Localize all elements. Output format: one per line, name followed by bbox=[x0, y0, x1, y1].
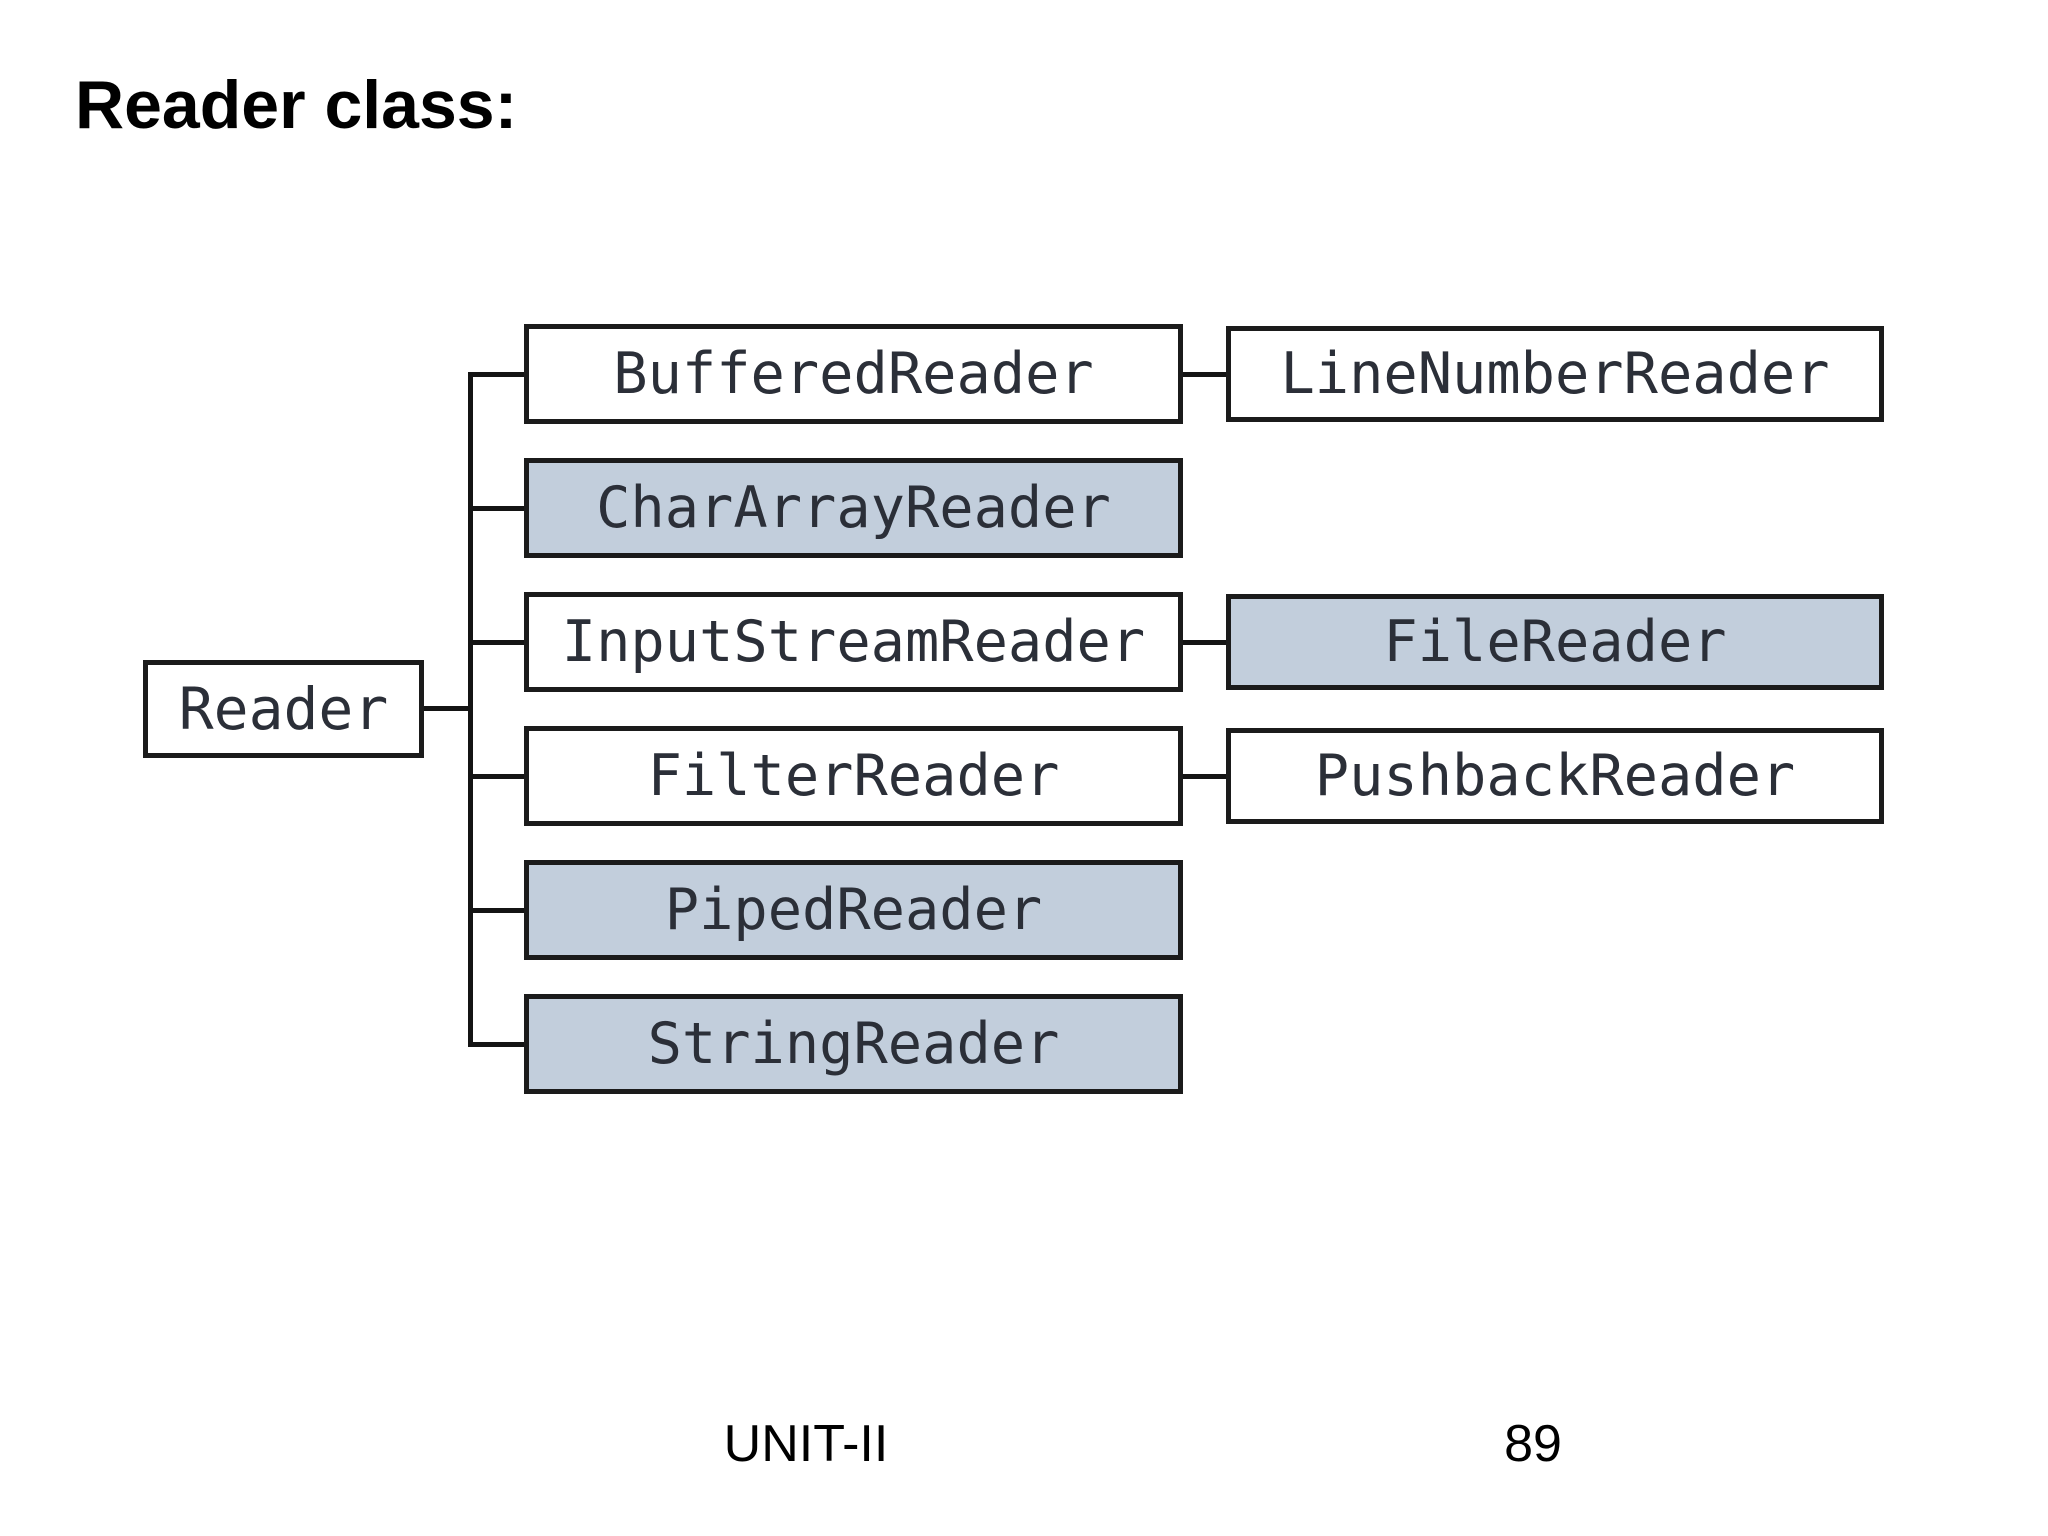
connector-trunk-to-bufferedreader bbox=[468, 372, 528, 377]
connector-inputstreamreader-to-filereader bbox=[1180, 640, 1228, 645]
footer-unit-label: UNIT-II bbox=[723, 1415, 889, 1473]
chararrayreader-class-box: CharArrayReader bbox=[524, 458, 1183, 558]
reader-class-box: Reader bbox=[143, 660, 424, 758]
connector-bufferedreader-to-linenumberreader bbox=[1180, 372, 1228, 377]
footer-page-number: 89 bbox=[1504, 1415, 1562, 1473]
connector-trunk-to-filterreader bbox=[468, 774, 528, 779]
pipedreader-class-box: PipedReader bbox=[524, 860, 1183, 960]
connector-trunk-to-stringreader bbox=[468, 1042, 528, 1047]
connector-trunk-to-chararrayreader bbox=[468, 506, 528, 511]
inputstreamreader-class-box: InputStreamReader bbox=[524, 592, 1183, 692]
bufferedreader-class-box: BufferedReader bbox=[524, 324, 1183, 424]
pushbackreader-class-box: PushbackReader bbox=[1226, 728, 1884, 824]
connector-trunk-to-pipedreader bbox=[468, 908, 528, 913]
connector-filterreader-to-pushbackreader bbox=[1180, 774, 1228, 779]
linenumberreader-class-box: LineNumberReader bbox=[1226, 326, 1884, 422]
connector-reader-to-trunk bbox=[421, 706, 472, 711]
filterreader-class-box: FilterReader bbox=[524, 726, 1183, 826]
connector-trunk-to-inputstreamreader bbox=[468, 640, 528, 645]
page-title: Reader class: bbox=[75, 67, 518, 143]
stringreader-class-box: StringReader bbox=[524, 994, 1183, 1094]
filereader-class-box: FileReader bbox=[1226, 594, 1884, 690]
